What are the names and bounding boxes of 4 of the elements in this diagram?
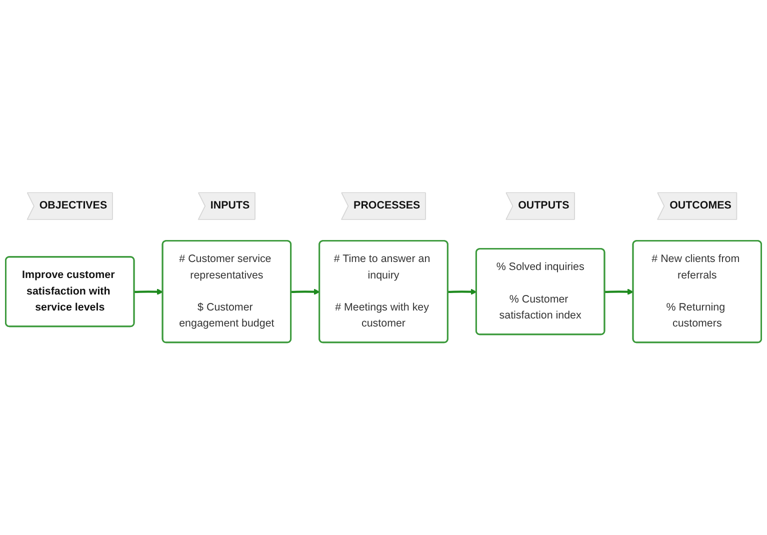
arrow [134,288,164,295]
arrow [291,288,320,295]
arrow [448,288,477,295]
arrow [604,288,634,295]
